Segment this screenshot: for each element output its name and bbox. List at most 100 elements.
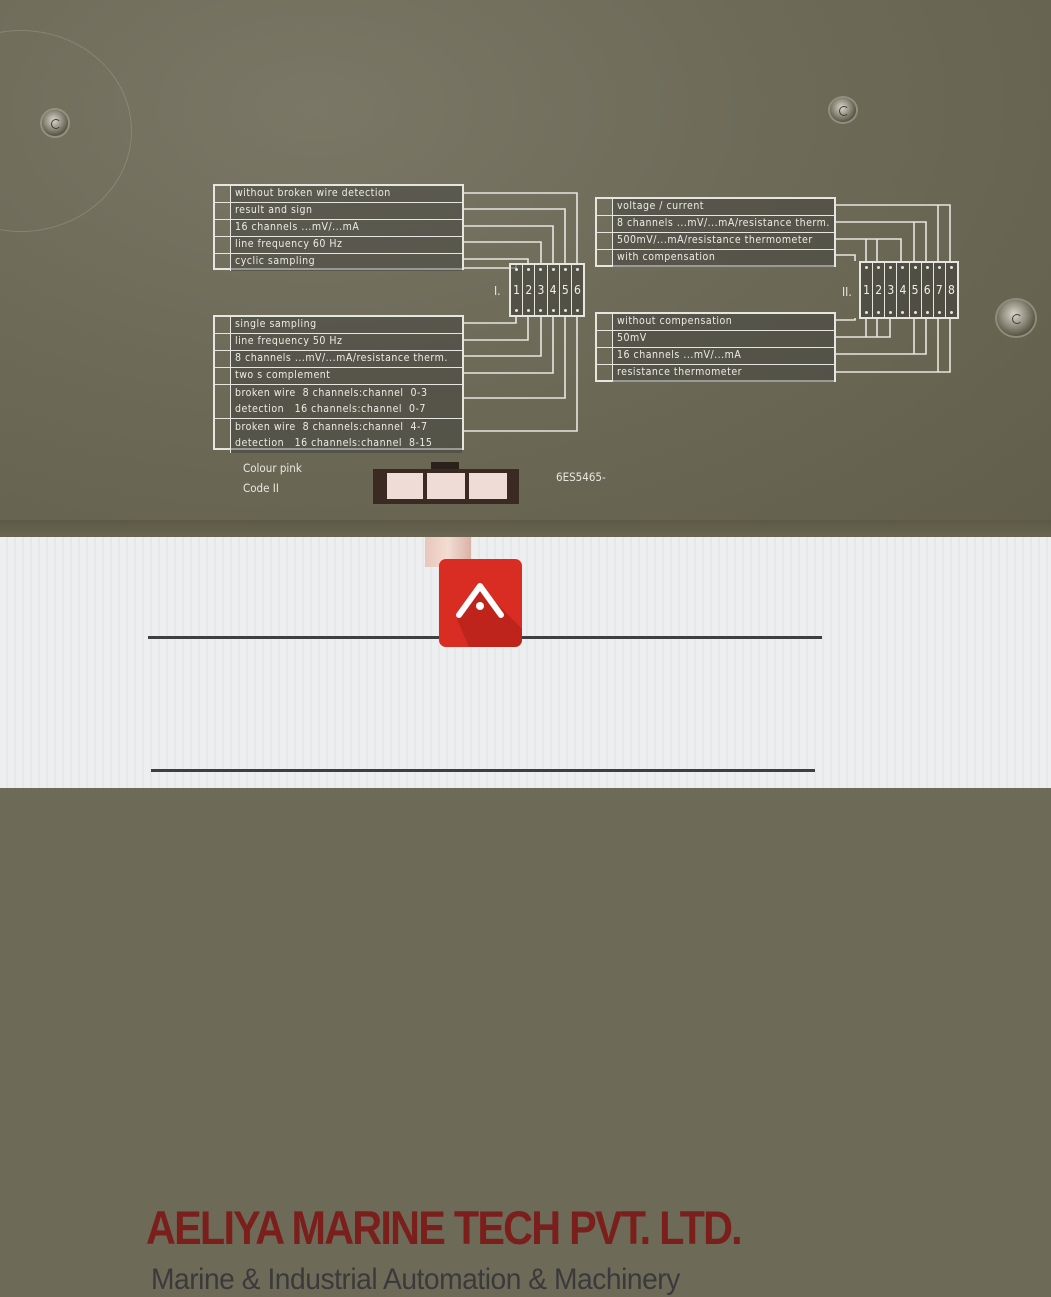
option-checkbox [597,331,613,347]
group1-lower-options-table: single sampling line frequency 50 Hz 8 c… [213,315,464,453]
option-checkbox [215,317,231,333]
option-label: line frequency 60 Hz [231,237,462,253]
option-checkbox [597,199,613,215]
screw-icon [42,110,68,136]
company-sign-board: AELIYA MARINE TECH PVT. LTD. Marine & In… [0,537,1051,1296]
connector-pin: 1 [861,263,874,317]
connector-pin: 7 [933,263,946,317]
option-label: result and sign [231,203,462,219]
option-checkbox [215,220,231,236]
divider-line [148,636,440,639]
connector-pin: 2 [523,265,536,315]
option-label: broken wire 8 channels:channel 4-7 detect… [231,419,462,453]
connector-pin: 2 [873,263,886,317]
group1-upper-options-table: without broken wire detection result and… [213,184,464,271]
option-row: 50mV [597,331,834,348]
option-label: two s complement [231,368,462,384]
option-label: with compensation [613,250,834,267]
option-label: single sampling [231,317,462,333]
option-label: cyclic sampling [231,254,462,271]
option-label: without compensation [613,314,834,330]
option-row: 500mV/...mA/resistance thermometer [597,233,834,250]
connector-pin: 5 [909,263,922,317]
code-label: Code II [243,481,279,495]
option-label: 8 channels ...mV/...mA/resistance therm. [613,216,834,232]
option-checkbox [597,365,613,382]
option-label: 50mV [613,331,834,347]
option-checkbox [215,203,231,219]
option-row: two s complement [215,368,462,385]
connector-2-dip-switch: 1 2 3 4 5 6 7 8 [859,261,959,319]
group2-lower-options-table: without compensation 50mV 16 channels ..… [595,312,836,382]
coding-plug [373,462,519,504]
option-row: 16 channels ...mV/...mA [215,220,462,237]
option-checkbox [215,254,231,271]
option-label: resistance thermometer [613,365,834,382]
option-row: without broken wire detection [215,186,462,203]
option-row: broken wire 8 channels:channel 4-7 detect… [215,419,462,453]
option-row: voltage / current [597,199,834,216]
option-label: 16 channels ...mV/...mA [231,220,462,236]
option-row: result and sign [215,203,462,220]
company-name: AELIYA MARINE TECH PVT. LTD. [146,1201,743,1254]
option-label-line1: broken wire 8 channels:channel 0-3 [235,387,428,399]
module-front-panel: without broken wire detection result and… [0,0,1051,537]
panel-bottom-edge [0,520,1051,537]
option-checkbox [597,216,613,232]
option-row: cyclic sampling [215,254,462,271]
divider-line [522,636,822,639]
option-row: 16 channels ...mV/...mA [597,348,834,365]
option-label: 8 channels ...mV/...mA/resistance therm. [231,351,462,367]
option-row: without compensation [597,314,834,331]
option-checkbox [597,233,613,249]
option-label: 16 channels ...mV/...mA [613,348,834,364]
option-label-line2: detection 16 channels:channel 8-15 [235,437,433,449]
option-checkbox [215,237,231,253]
option-label: line frequency 50 Hz [231,334,462,350]
option-row: line frequency 60 Hz [215,237,462,254]
option-checkbox [215,368,231,384]
connector-pin: 6 [921,263,934,317]
connector-pin: 4 [897,263,910,317]
connector-1-dip-switch: 1 2 3 4 5 6 [509,263,585,317]
connector-1-label: I. [494,284,501,298]
option-checkbox [215,385,231,418]
option-row: single sampling [215,317,462,334]
company-logo-icon [439,559,522,647]
connector-pin: 3 [535,265,548,315]
screw-icon [997,300,1035,336]
option-checkbox [215,351,231,367]
divider-line [151,769,815,772]
group2-upper-options-table: voltage / current 8 channels ...mV/...mA… [595,197,836,267]
option-label: without broken wire detection [231,186,462,202]
option-row: 8 channels ...mV/...mA/resistance therm. [597,216,834,233]
option-row: 8 channels ...mV/...mA/resistance therm. [215,351,462,368]
option-label-line2: detection 16 channels:channel 0-7 [235,403,426,415]
connector-pin: 8 [945,263,957,317]
option-label-line1: broken wire 8 channels:channel 4-7 [235,421,428,433]
option-checkbox [597,250,613,267]
company-tagline: Marine & Industrial Automation & Machine… [151,1263,680,1296]
part-number: 6ES5465- [556,470,606,484]
option-label: 500mV/...mA/resistance thermometer [613,233,834,249]
option-checkbox [597,314,613,330]
screw-icon [830,98,856,122]
connector-2-label: II. [842,285,852,299]
wiring-diagram-lines [463,192,951,432]
option-row: broken wire 8 channels:channel 0-3 detect… [215,385,462,419]
option-checkbox [597,348,613,364]
option-row: with compensation [597,250,834,267]
option-checkbox [215,419,231,453]
connector-pin: 5 [559,265,572,315]
colour-label: Colour pink [243,461,302,475]
connector-pin: 4 [547,265,560,315]
connector-pin: 6 [571,265,584,315]
connector-pin: 3 [885,263,898,317]
connector-pin: 1 [511,265,524,315]
option-checkbox [215,334,231,350]
option-label: voltage / current [613,199,834,215]
option-checkbox [215,186,231,202]
option-row: resistance thermometer [597,365,834,382]
option-row: line frequency 50 Hz [215,334,462,351]
option-label: broken wire 8 channels:channel 0-3 detect… [231,385,462,418]
